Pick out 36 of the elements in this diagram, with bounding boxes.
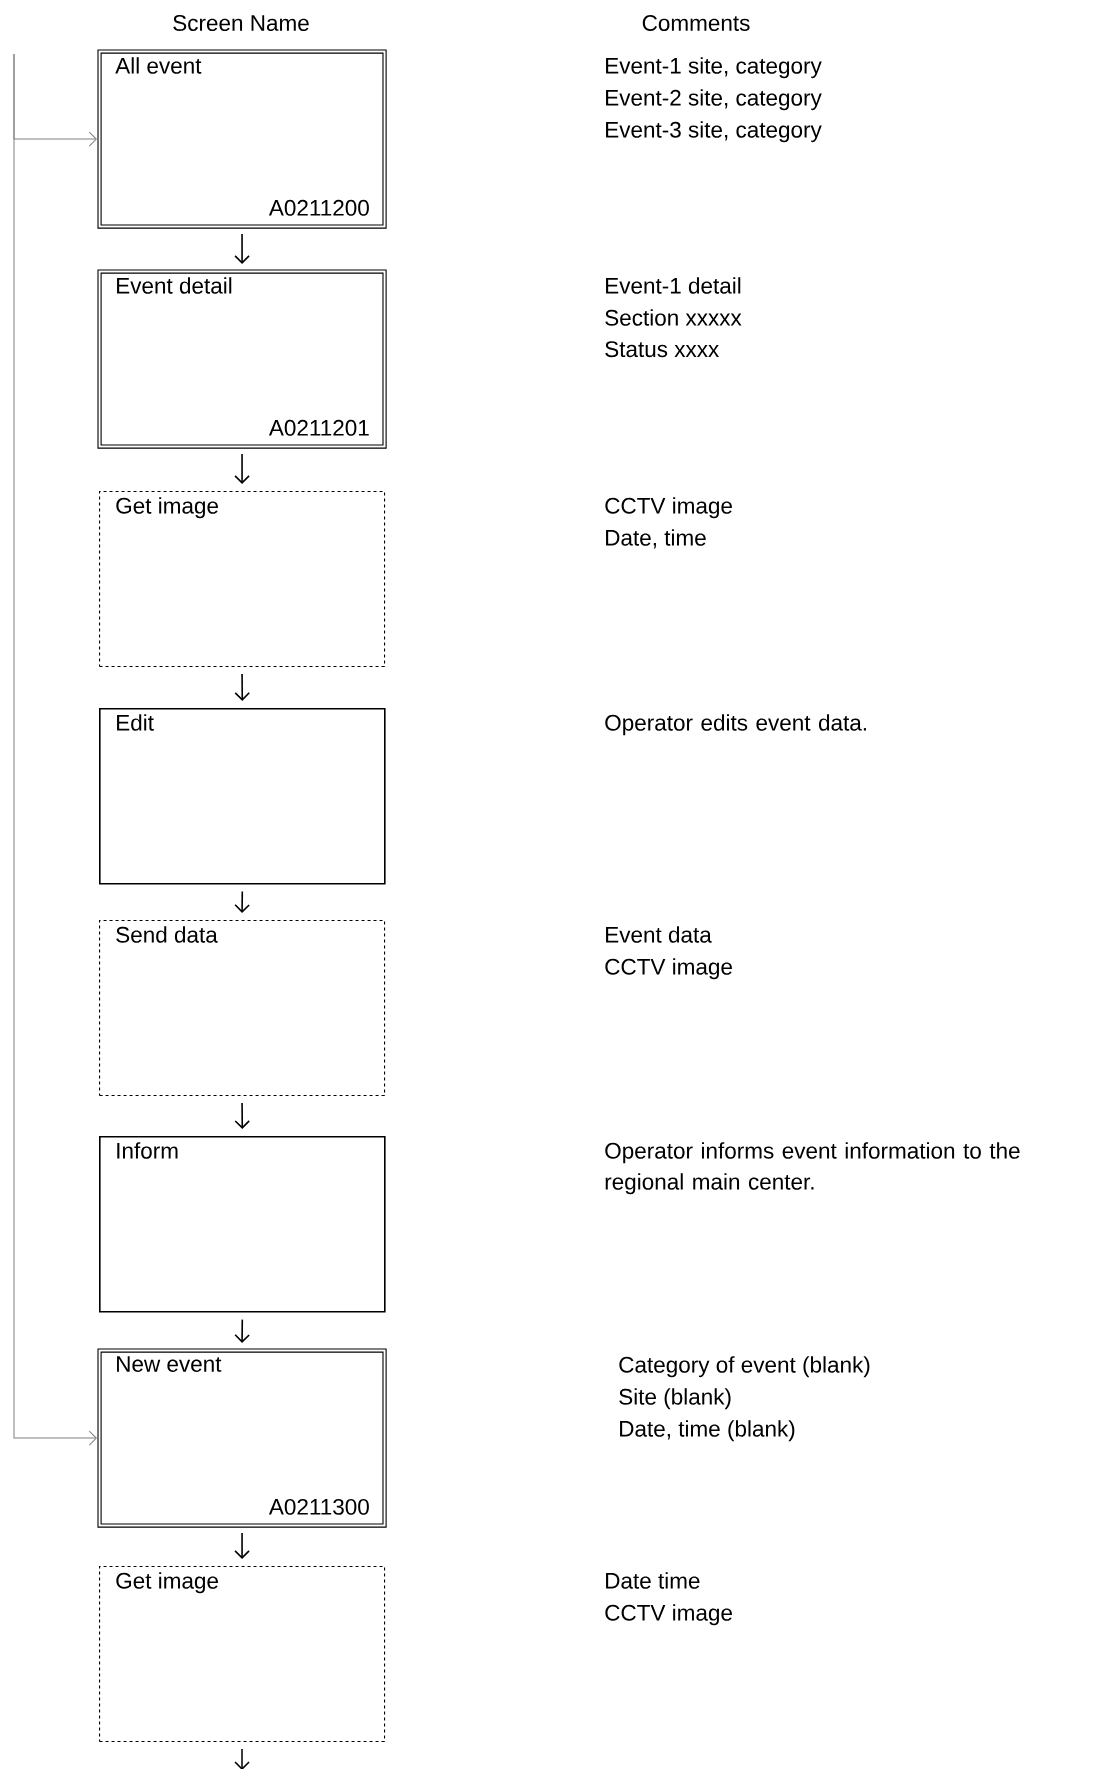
process-box: Get image	[99, 491, 386, 668]
arrow	[234, 890, 250, 913]
arrow	[234, 233, 250, 264]
arrow	[13, 53, 97, 1446]
comment-text: Event-2 site, category	[606, 89, 822, 111]
process-box: Get image	[99, 1566, 386, 1743]
screen-box: New event A0211300	[97, 1348, 387, 1528]
comment-text: Event-3 site, category	[606, 121, 822, 143]
comment-text: Date, time	[606, 529, 706, 549]
arrow	[234, 1318, 250, 1343]
screen-box: Inform	[99, 1136, 386, 1313]
comment-text: CCTV image	[605, 1604, 732, 1626]
comment-text: Date, time (blank)	[620, 1420, 795, 1442]
comment-text: Date time	[606, 1572, 700, 1589]
column-heading: Comments	[642, 15, 750, 31]
comment-text: Site (blank)	[619, 1388, 731, 1410]
arrow	[234, 453, 250, 484]
comment-text: CCTV image	[605, 958, 732, 980]
comment-text: Event data	[606, 926, 712, 943]
arrow	[234, 1748, 250, 1769]
comment-text: Event-1 detail	[606, 277, 741, 294]
process-box: Send data	[99, 920, 386, 1097]
comment-text: Category of event (blank)	[619, 1356, 870, 1378]
screen-box: Edit	[99, 708, 386, 885]
arrow	[234, 1102, 250, 1129]
screen-box: All event A0211200	[97, 49, 387, 229]
arrow	[234, 673, 251, 701]
comment-text: Operator informs event information to the regional main center.	[605, 1142, 1020, 1195]
comment-text: CCTV image	[605, 497, 732, 519]
screen-box: Event detail A0211201	[97, 269, 387, 449]
comment-text: Section xxxxx	[605, 309, 742, 326]
arrow	[234, 1532, 250, 1560]
comment-text: Event-1 site, category	[606, 57, 822, 79]
column-heading: Screen Name	[173, 15, 309, 31]
comment-text: Operator edits event data.	[605, 714, 866, 736]
comment-text: Status xxxx	[605, 341, 719, 358]
